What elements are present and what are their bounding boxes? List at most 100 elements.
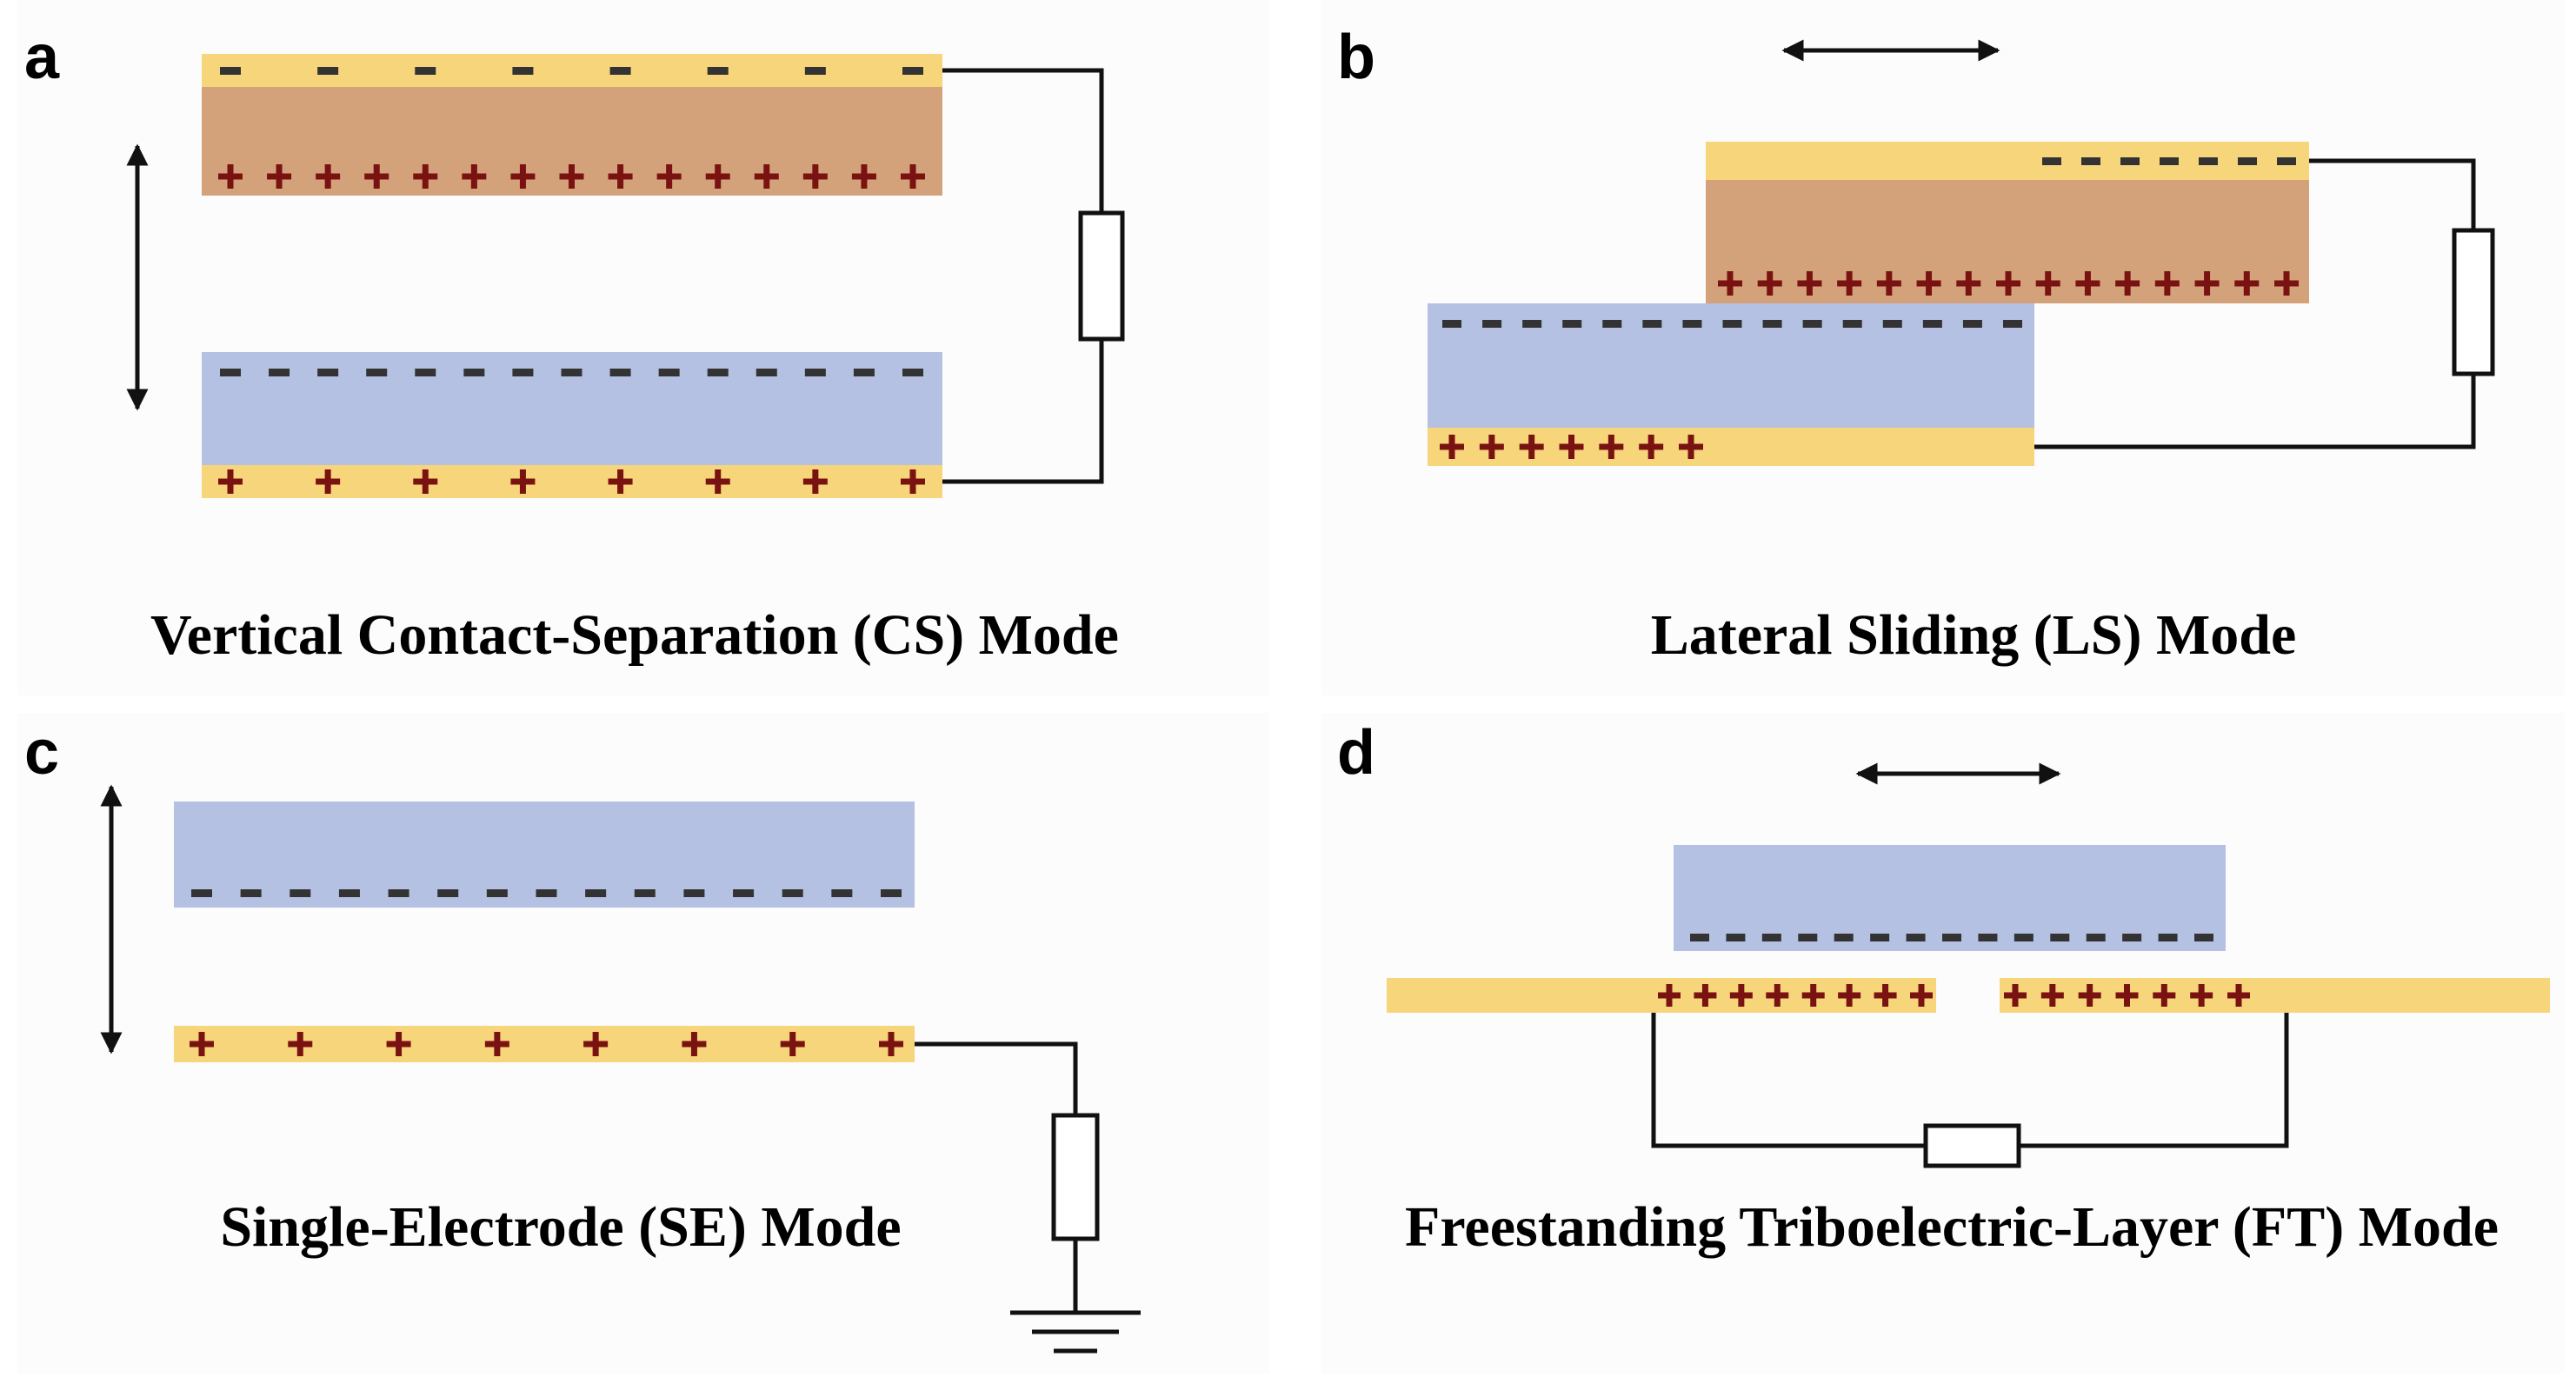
positive-charge xyxy=(608,469,633,494)
negative-charge xyxy=(1690,934,1709,941)
panel-a: a Vertical Contact-Separation (CS) Mode xyxy=(24,23,1125,667)
negative-charge xyxy=(1802,320,1822,328)
positive-charge xyxy=(316,469,341,494)
negative-charge xyxy=(1522,320,1542,328)
positive-charge xyxy=(682,1032,707,1056)
panel-c-circuit-wire xyxy=(915,1041,1078,1115)
negative-charge xyxy=(1762,320,1782,328)
panel-d-background xyxy=(1321,713,2565,1374)
negative-charge xyxy=(1882,320,1902,328)
negative-charge xyxy=(437,889,459,897)
negative-charge xyxy=(585,889,607,897)
negative-charge xyxy=(634,889,656,897)
panel-b-circuit-wire-lower xyxy=(2034,374,2476,449)
negative-charge xyxy=(366,369,388,376)
positive-charge xyxy=(1559,435,1584,459)
positive-charge xyxy=(1729,984,1753,1007)
panel-b-letter: b xyxy=(1337,23,1375,92)
panel-a-letter: a xyxy=(24,23,60,92)
positive-charge xyxy=(1757,271,1782,296)
panel-a-circuit-wire xyxy=(942,68,1104,213)
negative-charge xyxy=(609,369,631,376)
positive-charge xyxy=(510,164,536,189)
positive-charge xyxy=(1718,271,1742,296)
positive-charge xyxy=(386,1032,411,1056)
positive-charge xyxy=(2040,984,2064,1007)
negative-charge xyxy=(902,67,923,75)
negative-charge xyxy=(561,369,582,376)
negative-charge xyxy=(2014,934,2034,941)
negative-charge xyxy=(1722,320,1742,328)
negative-charge xyxy=(486,889,508,897)
positive-charge xyxy=(2115,271,2140,296)
negative-charge xyxy=(191,889,212,897)
positive-charge xyxy=(2004,984,2027,1007)
negative-charge xyxy=(1834,934,1854,941)
positive-charge xyxy=(1837,271,1862,296)
positive-charge xyxy=(1916,271,1941,296)
negative-charge xyxy=(2194,934,2213,941)
positive-charge xyxy=(218,469,243,494)
positive-charge xyxy=(583,1032,609,1056)
panel-c-caption: Single-Electrode (SE) Mode xyxy=(220,1195,901,1259)
positive-charge xyxy=(1874,984,1897,1007)
negative-charge xyxy=(804,67,826,75)
positive-charge xyxy=(1766,984,1789,1007)
negative-charge xyxy=(317,369,339,376)
negative-charge xyxy=(1761,934,1781,941)
positive-charge xyxy=(1658,984,1681,1007)
positive-charge xyxy=(1876,271,1901,296)
negative-charge xyxy=(240,889,262,897)
negative-charge xyxy=(2122,934,2142,941)
panel-c-resistor xyxy=(1051,1113,1100,1241)
panel-d-circuit-wire-left xyxy=(1651,1013,1926,1148)
panel-a-circuit-wire-lower xyxy=(942,339,1104,484)
positive-charge xyxy=(2035,271,2060,296)
negative-charge xyxy=(1482,320,1502,328)
positive-charge xyxy=(1797,271,1822,296)
panel-d-right-positive-charges xyxy=(2004,984,2250,1007)
negative-charge xyxy=(2120,157,2140,165)
positive-charge xyxy=(1519,435,1544,459)
positive-charge xyxy=(2078,984,2101,1007)
positive-charge xyxy=(2274,271,2299,296)
positive-charge xyxy=(510,469,536,494)
panel-b-resistor xyxy=(2452,228,2495,376)
negative-charge xyxy=(707,369,729,376)
positive-charge xyxy=(802,469,828,494)
positive-charge xyxy=(705,164,730,189)
negative-charge xyxy=(683,889,705,897)
ground-icon xyxy=(1010,1310,1141,1354)
negative-charge xyxy=(338,889,360,897)
negative-charge xyxy=(2199,157,2218,165)
positive-charge xyxy=(413,469,438,494)
positive-charge xyxy=(1639,435,1664,459)
negative-charge xyxy=(463,369,485,376)
panel-b-circuit-wire xyxy=(2309,158,2476,230)
positive-charge xyxy=(364,164,389,189)
negative-charge xyxy=(733,889,755,897)
panel-c-positive-charges xyxy=(190,1032,903,1056)
positive-charge xyxy=(754,164,779,189)
negative-charge xyxy=(269,369,290,376)
positive-charge xyxy=(484,1032,509,1056)
negative-charge xyxy=(881,889,902,897)
panel-c-negative-charges xyxy=(191,889,902,897)
positive-charge xyxy=(2075,271,2100,296)
positive-charge xyxy=(2115,984,2139,1007)
negative-charge xyxy=(1978,934,1998,941)
positive-charge xyxy=(190,1032,214,1056)
positive-charge xyxy=(2190,984,2213,1007)
negative-charge xyxy=(2160,157,2179,165)
negative-charge xyxy=(388,889,409,897)
panel-c-letter: c xyxy=(24,718,59,788)
negative-charge xyxy=(1726,934,1746,941)
positive-charge xyxy=(802,164,828,189)
negative-charge xyxy=(609,67,631,75)
negative-charge xyxy=(902,369,923,376)
negative-charge xyxy=(2081,157,2100,165)
positive-charge xyxy=(1679,435,1703,459)
panel-a-top-positive-charges xyxy=(218,164,925,189)
panel-d: d Freestanding Triboelectric-Layer (FT) … xyxy=(1337,718,2550,1259)
positive-charge xyxy=(851,164,876,189)
